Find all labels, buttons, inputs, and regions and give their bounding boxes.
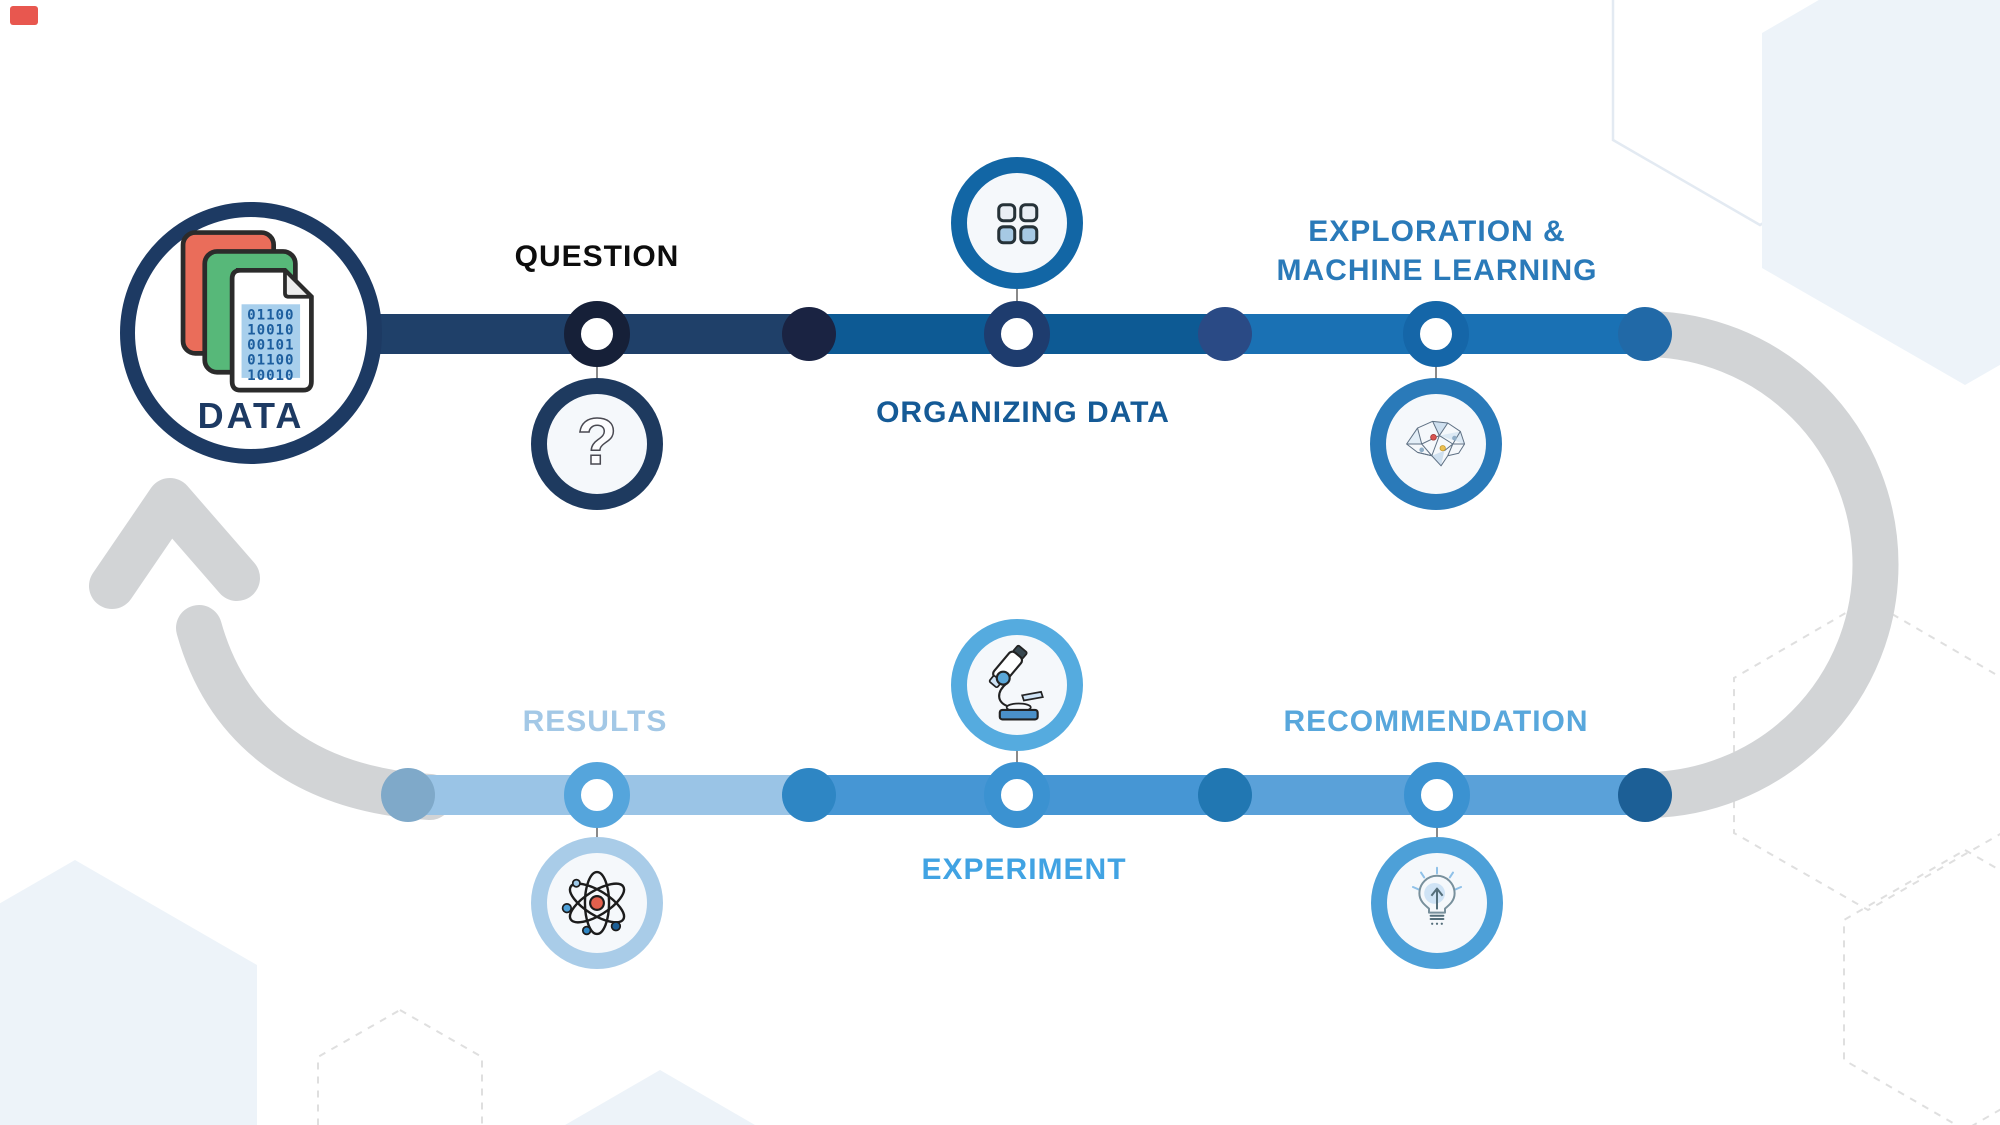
results-stage-circle (531, 837, 663, 969)
binary-line: 00101 (247, 338, 294, 354)
organizing-data-stage-circle (951, 157, 1083, 289)
binary-line: 10010 (247, 322, 294, 338)
microscope-icon (988, 644, 1044, 721)
loop-arrowhead (89, 478, 260, 609)
exploration-ml-label-line1: EXPLORATION & (1308, 215, 1566, 248)
hexagon-filled-bottom-left (0, 860, 257, 1125)
hexagon-filled-top-right (1762, 0, 2000, 385)
top-transition-dot-2 (1198, 307, 1252, 361)
question-mark-icon: ? (576, 404, 618, 478)
recommendation-node (1404, 762, 1470, 828)
exploration-ml-label: EXPLORATION & MACHINE LEARNING (1277, 212, 1598, 290)
question-stage-circle: ? (531, 378, 663, 510)
data-stage-circle: 01100 10010 00101 01100 10010 (120, 202, 382, 464)
question-label: QUESTION (514, 240, 680, 273)
experiment-node (984, 762, 1050, 828)
top-transition-dot-1 (782, 307, 836, 361)
hexagon-outline-top-right (1611, 0, 1909, 227)
loop-right-arc (1644, 311, 1899, 818)
experiment-label: EXPERIMENT (921, 853, 1127, 886)
bottom-start-dot (381, 768, 435, 822)
question-node (564, 301, 630, 367)
atom-icon (561, 870, 626, 936)
bottom-transition-dot-1 (782, 768, 836, 822)
documents-icon: 01100 10010 00101 01100 10010 (180, 230, 314, 393)
results-label: RESULTS (522, 705, 668, 738)
organizing-data-node (984, 301, 1050, 367)
exploration-ml-label-line2: MACHINE LEARNING (1276, 254, 1598, 287)
exploration-stage-circle (1370, 378, 1502, 510)
data-label: DATA (197, 395, 305, 436)
brain-network-icon (1406, 420, 1466, 467)
lightbulb-icon (1412, 866, 1462, 925)
binary-line: 10010 (247, 368, 294, 384)
grid-icon (997, 203, 1039, 245)
organizing-data-label: ORGANIZING DATA (876, 396, 1170, 429)
recommendation-stage-circle (1371, 837, 1503, 969)
bottom-end-dot (1618, 768, 1672, 822)
corner-red-marker (10, 6, 38, 25)
binary-line: 01100 (247, 353, 294, 369)
binary-line: 01100 (247, 307, 294, 323)
results-node (564, 762, 630, 828)
hexagon-filled-bottom-center (565, 1070, 755, 1125)
exploration-node (1403, 301, 1469, 367)
top-end-dot (1618, 307, 1672, 361)
bottom-transition-dot-2 (1198, 768, 1252, 822)
recommendation-label: RECOMMENDATION (1283, 705, 1589, 738)
experiment-stage-circle (951, 619, 1083, 751)
hexagon-dashed-right (1733, 598, 2000, 912)
